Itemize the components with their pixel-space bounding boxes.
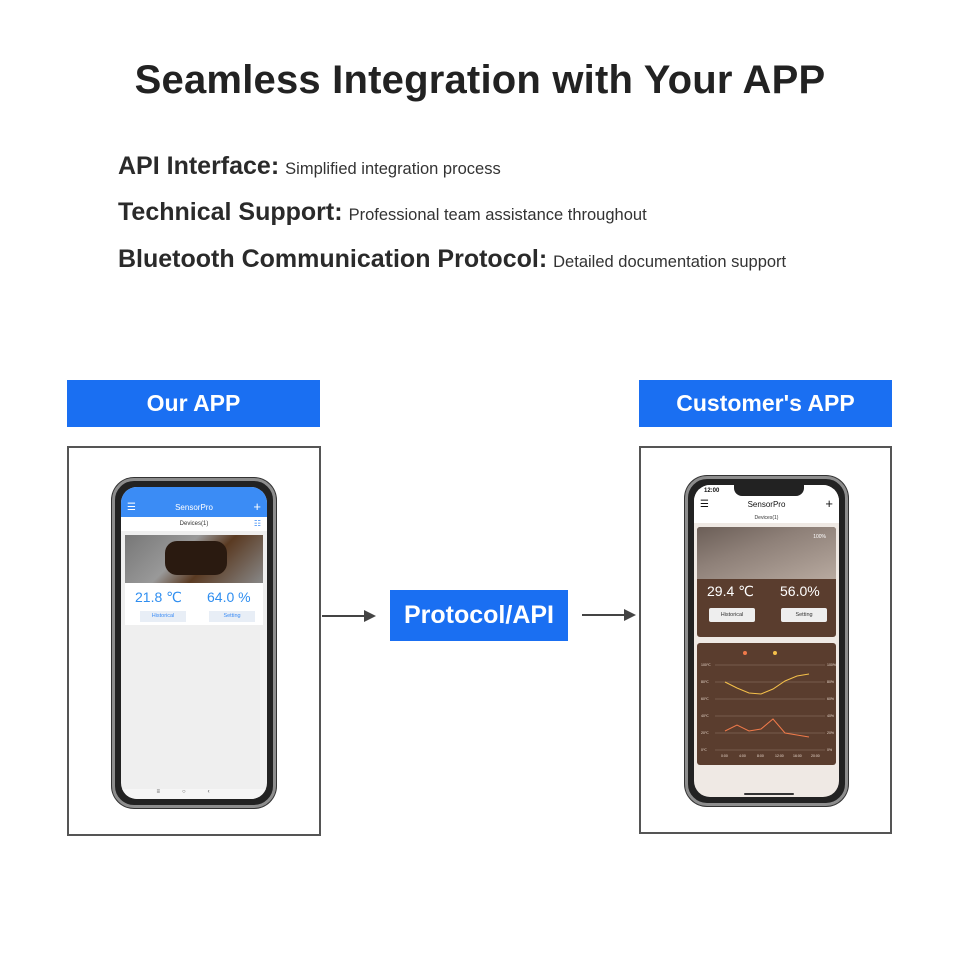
humidity-value: 56.0%	[780, 583, 820, 599]
add-icon[interactable]: +	[825, 496, 833, 511]
y-tick-left: 100℃	[701, 663, 711, 667]
y-axis-left: 100℃ 80℃ 60℃ 40℃ 20℃ 0℃	[701, 663, 711, 752]
app-name: SensorPro	[747, 500, 786, 509]
y-tick-left: 40℃	[701, 714, 709, 718]
temperature-legend-marker	[743, 651, 747, 655]
setting-button[interactable]: Setting	[781, 608, 827, 622]
devices-label: Devices(1)	[694, 513, 839, 523]
protocol-api-label: Protocol/API	[390, 590, 568, 641]
y-tick-right: 0%	[827, 748, 832, 752]
x-axis: 0:00 4:00 8:00 12:00 16:00 20:00	[721, 754, 820, 758]
historical-button[interactable]: Historical	[140, 611, 186, 622]
feature-value: Detailed documentation support	[553, 253, 787, 271]
x-tick: 12:00	[775, 754, 784, 758]
device-photo	[125, 535, 263, 583]
feature-support: Technical Support: Professional team assi…	[118, 198, 647, 227]
y-tick-left: 60℃	[701, 697, 709, 701]
app-header: ☰ SensorPro +	[121, 499, 267, 517]
device-card[interactable]: 21.8 ℃ 64.0 % Historical Setting	[125, 535, 263, 625]
y-tick-left: 80℃	[701, 680, 709, 684]
status-time: 12:00	[704, 488, 720, 494]
x-tick: 16:00	[793, 754, 802, 758]
x-tick: 0:00	[721, 754, 728, 758]
instrument-case-image	[165, 541, 227, 575]
arrow-right-icon	[322, 610, 376, 622]
temperature-value: 29.4 ℃	[707, 583, 754, 599]
y-tick-right: 80%	[827, 680, 834, 684]
y-tick-right: 100%	[827, 663, 836, 667]
humidity-legend-marker	[773, 651, 777, 655]
feature-value: Professional team assistance throughout	[348, 206, 647, 224]
y-tick-left: 0℃	[701, 748, 707, 752]
feature-value: Simplified integration process	[285, 160, 501, 178]
setting-button[interactable]: Setting	[209, 611, 255, 622]
humidity-series	[724, 673, 810, 695]
our-app-label: Our APP	[67, 380, 320, 427]
x-tick: 20:00	[811, 754, 820, 758]
phone-screen: 12:00 ☰ SensorPro + Devices(1) 100% 29.4…	[694, 485, 839, 797]
home-indicator	[744, 793, 794, 795]
our-app-frame: ☰ SensorPro + Devices(1) ☷ 21.8 ℃ 64.0 %…	[67, 446, 321, 836]
phone-screen: ☰ SensorPro + Devices(1) ☷ 21.8 ℃ 64.0 %…	[121, 487, 267, 799]
feature-key: Technical Support:	[118, 198, 343, 226]
menu-icon[interactable]: ☰	[700, 499, 709, 510]
android-nav-bar: ≡○‹	[121, 789, 267, 799]
device-card[interactable]: 100% 29.4 ℃ 56.0% Historical Setting	[697, 527, 836, 637]
historical-button[interactable]: Historical	[709, 608, 755, 622]
x-tick: 4:00	[739, 754, 746, 758]
y-tick-left: 20℃	[701, 731, 709, 735]
app-name: SensorPro	[175, 503, 213, 512]
grid-lines	[715, 664, 825, 751]
temperature-value: 21.8 ℃	[135, 589, 182, 605]
humidity-value: 64.0 %	[207, 589, 251, 605]
menu-icon[interactable]: ☰	[127, 502, 136, 513]
history-chart: 100℃ 80℃ 60℃ 40℃ 20℃ 0℃ 100% 80% 60% 40% 20% 0% 0:…	[697, 643, 836, 765]
devices-bar: Devices(1) ☷	[121, 517, 267, 531]
status-bar	[121, 487, 267, 499]
page-title: Seamless Integration with Your APP	[134, 58, 826, 102]
y-axis-right: 100% 80% 60% 40% 20% 0%	[827, 663, 836, 752]
feature-api: API Interface: Simplified integration pro…	[118, 152, 501, 181]
y-tick-right: 60%	[827, 697, 834, 701]
customer-app-label: Customer's APP	[639, 380, 892, 427]
temperature-series	[724, 718, 810, 738]
list-icon[interactable]: ☷	[253, 519, 261, 528]
battery-level: 100%	[813, 534, 826, 540]
arrow-right-icon	[582, 609, 636, 621]
customer-app-frame: 12:00 ☰ SensorPro + Devices(1) 100% 29.4…	[639, 446, 892, 834]
feature-key: API Interface:	[118, 152, 280, 180]
device-photo: 100%	[697, 527, 836, 579]
app-header: ☰ SensorPro +	[694, 496, 839, 513]
phone-notch	[734, 485, 804, 496]
history-chart-svg: 100℃ 80℃ 60℃ 40℃ 20℃ 0℃ 100% 80% 60% 40% 20% 0% 0:…	[701, 651, 836, 758]
phone-mockup: ☰ SensorPro + Devices(1) ☷ 21.8 ℃ 64.0 %…	[112, 478, 276, 808]
feature-bluetooth: Bluetooth Communication Protocol: Detaile…	[118, 245, 786, 274]
y-tick-right: 40%	[827, 714, 834, 718]
phone-mockup: 12:00 ☰ SensorPro + Devices(1) 100% 29.4…	[685, 476, 848, 806]
y-tick-right: 20%	[827, 731, 834, 735]
add-icon[interactable]: +	[253, 499, 261, 514]
feature-key: Bluetooth Communication Protocol:	[118, 245, 548, 273]
devices-label: Devices(1)	[179, 521, 209, 527]
x-tick: 8:00	[757, 754, 764, 758]
